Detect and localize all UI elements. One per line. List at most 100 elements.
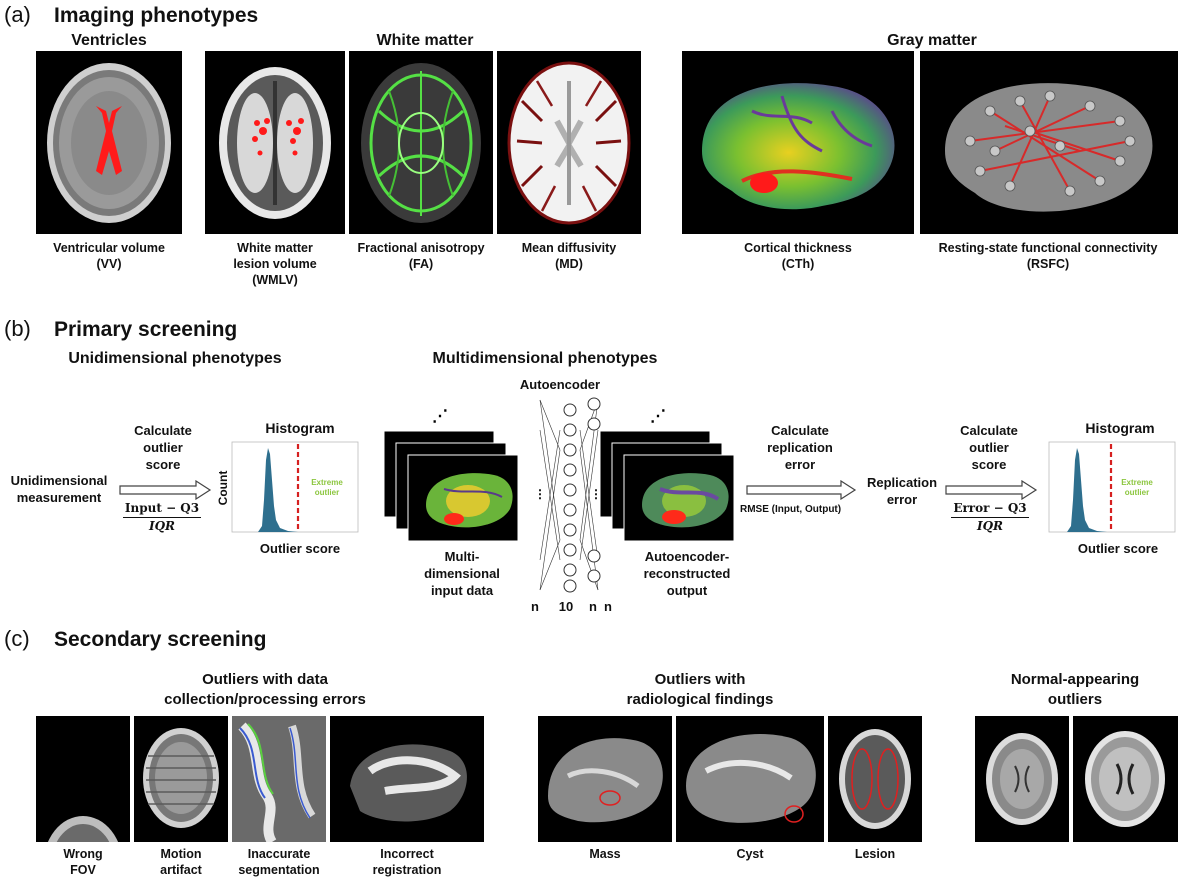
normal-outlier-1-image xyxy=(975,716,1069,842)
replication-error-line2: error xyxy=(856,491,948,508)
input-data-line2: dimensional xyxy=(412,565,512,582)
fa-dti-image xyxy=(349,51,493,234)
calc-outlier-line1: Calculate xyxy=(118,422,208,439)
mass-image xyxy=(538,716,672,842)
calc-replication-label: Calculate replication error xyxy=(740,422,860,473)
caption-wmlv-line1: White matter xyxy=(200,240,350,256)
caption-rsfc-line1: Resting-state functional connectivity xyxy=(914,240,1182,256)
group-radiological-line1: Outliers with xyxy=(600,670,800,690)
histogram-2-extreme-line1: Extreme xyxy=(1112,478,1162,488)
caption-wrong-fov-line1: Wrong xyxy=(36,846,130,862)
ventricles-mri-image xyxy=(36,51,182,234)
caption-inaccurate-segmentation: Inaccurate segmentation xyxy=(226,846,332,878)
svg-text:⋰: ⋰ xyxy=(650,408,666,425)
calc-replication-line1: Calculate xyxy=(740,422,860,439)
md-dti-image xyxy=(497,51,641,234)
incorrect-registration-image xyxy=(330,716,484,842)
svg-text:⋰: ⋰ xyxy=(432,408,448,425)
caption-cyst: Cyst xyxy=(676,846,824,862)
multi-title: Multidimensional phenotypes xyxy=(380,350,710,368)
uni-title: Unidimensional phenotypes xyxy=(30,350,320,368)
histogram-1-title: Histogram xyxy=(240,420,360,436)
output-data-line1: Autoencoder- xyxy=(632,548,742,565)
caption-wmlv: White matter lesion volume (WMLV) xyxy=(200,240,350,288)
caption-fa-line2: (FA) xyxy=(344,256,498,272)
caption-cth: Cortical thickness (CTh) xyxy=(682,240,914,272)
caption-inaccurate-segmentation-line2: segmentation xyxy=(226,862,332,878)
caption-motion-artifact-line2: artifact xyxy=(134,862,228,878)
svg-text:⋮: ⋮ xyxy=(534,487,546,501)
caption-wrong-fov-line2: FOV xyxy=(36,862,130,878)
calc-replication-line2: replication xyxy=(740,439,860,456)
header-gray-matter: Gray matter xyxy=(682,32,1182,50)
formula-2-numerator: Error − Q3 xyxy=(951,500,1028,518)
histogram-2-extreme-line2: outlier xyxy=(1112,488,1162,498)
calc-outlier-label: Calculate outlier score xyxy=(118,422,208,473)
caption-vv-line1: Ventricular volume xyxy=(18,240,200,256)
panel-a-title: Imaging phenotypes xyxy=(54,4,258,28)
output-data-line3: output xyxy=(632,582,742,599)
caption-fa: Fractional anisotropy (FA) xyxy=(344,240,498,272)
caption-md-line1: Mean diffusivity xyxy=(497,240,641,256)
calc-outlier-2-line3: score xyxy=(944,456,1034,473)
histogram-2-extreme: Extreme outlier xyxy=(1112,478,1162,498)
caption-md-line2: (MD) xyxy=(497,256,641,272)
arrow-uni-to-hist xyxy=(118,480,212,500)
calc-outlier-2-line2: outlier xyxy=(944,439,1034,456)
caption-mass: Mass xyxy=(538,846,672,862)
uni-measurement-line2: measurement xyxy=(2,489,116,506)
motion-artifact-image xyxy=(134,716,228,842)
caption-cth-line2: (CTh) xyxy=(682,256,914,272)
normal-outlier-2-image xyxy=(1073,716,1178,842)
group-errors-line1: Outliers with data xyxy=(130,670,400,690)
formula-1-numerator: Input − Q3 xyxy=(123,500,201,518)
group-errors-title: Outliers with data collection/processing… xyxy=(130,670,400,710)
histogram-1-extreme-line2: outlier xyxy=(302,488,352,498)
caption-motion-artifact-line1: Motion xyxy=(134,846,228,862)
header-white-matter: White matter xyxy=(205,32,645,50)
caption-incorrect-registration-line1: Incorrect xyxy=(330,846,484,862)
caption-incorrect-registration: Incorrect registration xyxy=(330,846,484,878)
node-label-n2: n xyxy=(588,598,598,615)
group-errors-line2: collection/processing errors xyxy=(130,690,400,710)
input-data-stack: ⋰ xyxy=(384,405,524,545)
uni-measurement-line1: Unidimensional xyxy=(2,472,116,489)
histogram-2-title: Histogram xyxy=(1060,420,1180,436)
panel-a-letter: (a) xyxy=(4,2,31,28)
formula-2-denominator: IQR xyxy=(938,518,1042,534)
caption-rsfc: Resting-state functional connectivity (R… xyxy=(914,240,1182,272)
calc-outlier-line2: outlier xyxy=(118,439,208,456)
caption-wmlv-line3: (WMLV) xyxy=(200,272,350,288)
calc-outlier-line3: score xyxy=(118,456,208,473)
panel-c-letter: (c) xyxy=(4,626,30,652)
uni-measurement-label: Unidimensional measurement xyxy=(2,472,116,506)
output-data-stack: ⋰ xyxy=(600,405,740,545)
caption-md: Mean diffusivity (MD) xyxy=(497,240,641,272)
calc-outlier-2-label: Calculate outlier score xyxy=(944,422,1034,473)
input-data-label: Multi- dimensional input data xyxy=(412,548,512,599)
rmse-label: RMSE (Input, Output) xyxy=(740,504,841,515)
cortical-thickness-image xyxy=(682,51,914,234)
group-normal-line2: outliers xyxy=(975,690,1175,710)
formula-2: Error − Q3 IQR xyxy=(938,500,1042,534)
replication-error-line1: Replication xyxy=(856,474,948,491)
node-label-n3: n xyxy=(603,598,613,615)
panel-b-title: Primary screening xyxy=(54,318,237,342)
caption-incorrect-registration-line2: registration xyxy=(330,862,484,878)
panel-b-letter: (b) xyxy=(4,316,31,342)
group-normal-line1: Normal-appearing xyxy=(975,670,1175,690)
wmlv-mri-image xyxy=(205,51,345,234)
formula-1: Input − Q3 IQR xyxy=(112,500,212,534)
caption-fa-line1: Fractional anisotropy xyxy=(344,240,498,256)
arrow-error-to-hist xyxy=(944,480,1038,500)
inaccurate-segmentation-image xyxy=(232,716,326,842)
panel-c-title: Secondary screening xyxy=(54,628,266,652)
rsfc-image xyxy=(920,51,1178,234)
cyst-image xyxy=(676,716,824,842)
lesion-image xyxy=(828,716,922,842)
histogram-1-xlabel: Outlier score xyxy=(240,540,360,557)
output-data-line2: reconstructed xyxy=(632,565,742,582)
wrong-fov-image xyxy=(36,716,130,842)
formula-1-denominator: IQR xyxy=(112,518,212,534)
node-label-10: 10 xyxy=(554,598,578,615)
